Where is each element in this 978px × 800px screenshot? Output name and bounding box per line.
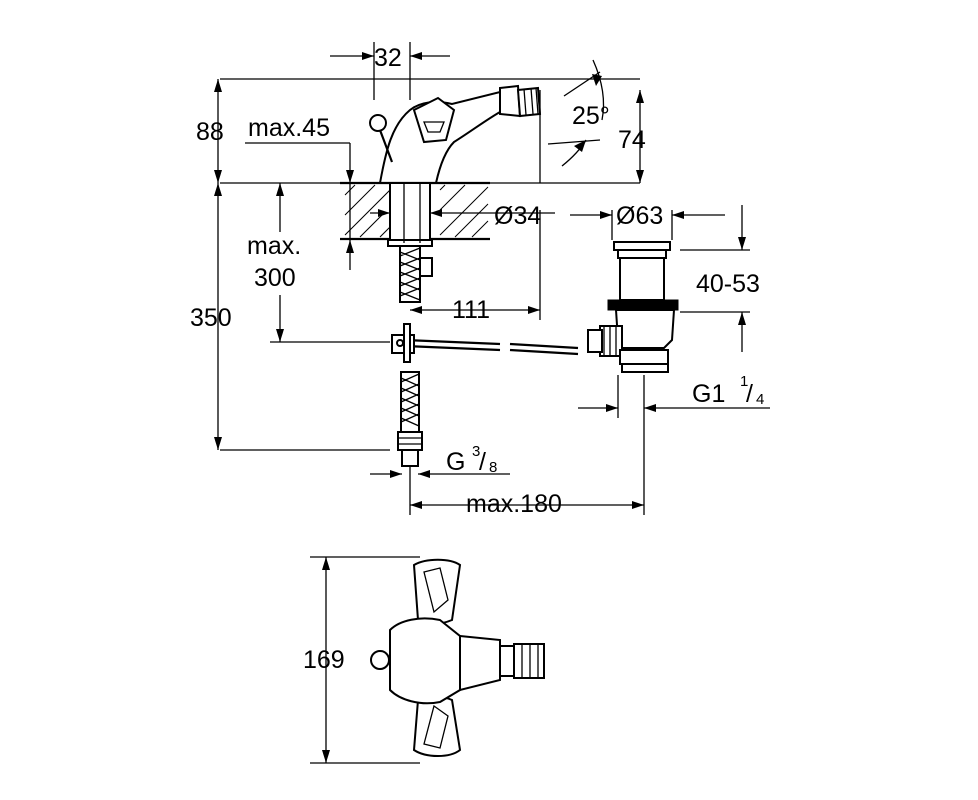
dim-g-3-8: G 3 / 8 (446, 443, 497, 476)
upper-flexible-hose (399, 245, 433, 303)
dim-max180: max.180 (466, 490, 562, 518)
dim-g1-label: G1 (692, 380, 725, 408)
popup-rod (391, 323, 579, 363)
lever-knob (369, 114, 387, 132)
dim-dia34: Ø34 (494, 202, 541, 230)
dim-88: 88 (196, 118, 224, 146)
popup-waste (587, 241, 679, 373)
dim-max45: max.45 (248, 114, 330, 142)
countertop-section (340, 181, 490, 247)
dim-g38-label: G (446, 448, 465, 476)
dim-max-label: max. (247, 232, 301, 260)
dim-g38-num: 3 (472, 443, 480, 460)
dim-g1-num: 1 (740, 373, 748, 390)
dim-max-300: 300 (254, 264, 296, 292)
dim-169: 169 (303, 646, 345, 674)
dimension-arrows (214, 52, 770, 509)
svg-text:/: / (746, 380, 753, 408)
dim-g1-1-4: G1 1 / 4 (692, 373, 764, 408)
mixer-side-view (369, 84, 542, 184)
extension-lines (220, 42, 750, 515)
dim-40-53: 40-53 (696, 270, 760, 298)
dim-dia63: Ø63 (616, 202, 663, 230)
mixer-top-view (310, 556, 545, 764)
dim-g38-den: 8 (489, 459, 497, 476)
lower-flexible-hose (397, 371, 423, 467)
dim-350: 350 (190, 304, 232, 332)
dim-111: 111 (452, 296, 490, 324)
dim-25-deg: 25° (572, 102, 610, 130)
dim-g1-den: 4 (756, 391, 764, 408)
dim-74: 74 (618, 126, 646, 154)
dim-32: 32 (374, 44, 402, 72)
svg-text:/: / (479, 448, 486, 476)
